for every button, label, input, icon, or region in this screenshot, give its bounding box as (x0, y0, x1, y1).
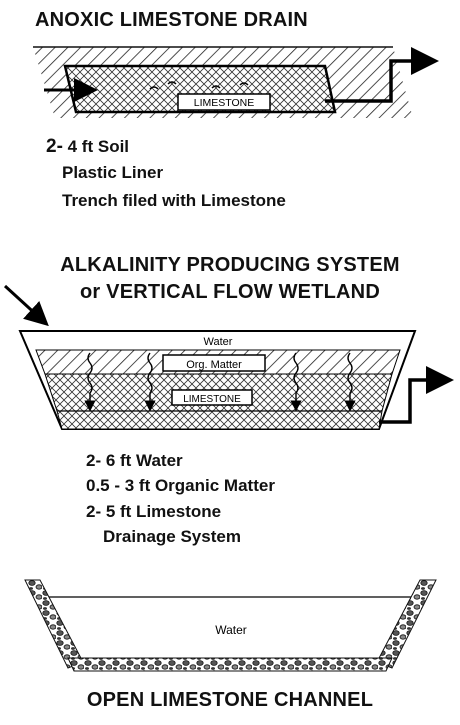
anoxic-desc-line-2: Plastic Liner (62, 163, 164, 182)
flow-marks (149, 81, 249, 90)
open-channel-diagram (24, 579, 437, 672)
alkalinity-system-diagram (3, 284, 454, 430)
anoxic-desc-line-1: 2- 4 ft Soil (46, 136, 129, 158)
apsystem-limestone-label: LIMESTONE (183, 394, 241, 405)
anoxic-drain-diagram (33, 46, 439, 118)
drainage-layer (56, 410, 383, 430)
anoxic-title: ANOXIC LIMESTONE DRAIN (35, 9, 308, 31)
alkalinity-desc-line-4: Drainage System (103, 527, 241, 546)
rock-lining-right (376, 579, 437, 669)
channel-water (40, 597, 420, 662)
rock-lining-bottom (67, 657, 393, 672)
anoxic-desc-text: 4 ft Soil (62, 137, 130, 156)
apsystem-limestone-label-box (171, 389, 253, 406)
alkalinity-title-line-2: or VERTICAL FLOW WETLAND (80, 281, 380, 303)
alkalinity-desc-line-2: 0.5 - 3 ft Organic Matter (86, 476, 275, 495)
channel-title: OPEN LIMESTONE CHANNEL (86, 689, 374, 711)
flow-down-arrows (84, 352, 356, 412)
anoxic-desc-prefix: 2- (46, 136, 63, 157)
inflow-diagonal-arrow (3, 284, 49, 327)
anoxic-desc-line-3: Trench filed with Limestone (62, 191, 286, 210)
org-matter-label: Org. Matter (186, 359, 242, 371)
water-label: Water (204, 336, 233, 348)
alkalinity-title-line-1: ALKALINITY PRODUCING SYSTEM (60, 254, 400, 276)
alkalinity-desc-line-1: 2- 6 ft Water (86, 451, 183, 470)
org-matter-label-box (162, 354, 266, 372)
anoxic-limestone-label: LIMESTONE (194, 97, 255, 109)
outflow-pipe (325, 47, 439, 103)
limestone-label-box (177, 93, 271, 111)
channel-water-label: Water (215, 623, 247, 637)
apsystem-outflow-pipe (379, 366, 454, 424)
alkalinity-desc-line-3: 2- 5 ft Limestone (86, 502, 222, 521)
